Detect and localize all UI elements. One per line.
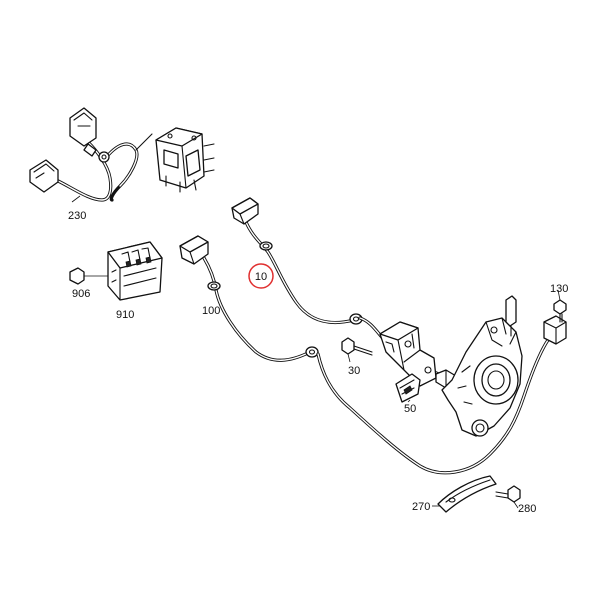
callout-100[interactable]: 100 <box>202 305 220 317</box>
callout-30[interactable]: 30 <box>348 365 360 377</box>
part-906-clip[interactable] <box>69 267 108 285</box>
part-30-bolt[interactable] <box>341 337 373 363</box>
callout-50[interactable]: 50 <box>404 403 416 415</box>
clip-icon <box>98 151 110 163</box>
sensor-bracket[interactable] <box>379 321 457 389</box>
part-270-cable-guide[interactable] <box>432 475 497 513</box>
grommet-icon <box>305 346 319 358</box>
grommet-icon <box>207 281 221 291</box>
callout-highlight-circle <box>248 263 274 289</box>
control-unit-module[interactable] <box>155 127 215 193</box>
sensor-plug-icon <box>231 197 259 225</box>
grommet-icon <box>259 241 273 251</box>
callout-270[interactable]: 270 <box>412 501 430 513</box>
callout-10[interactable]: 10 <box>255 271 267 283</box>
wheel-carrier[interactable] <box>441 317 523 437</box>
callout-280[interactable]: 280 <box>518 503 536 515</box>
callout-906[interactable]: 906 <box>72 288 90 300</box>
part-230-harness[interactable] <box>29 107 153 203</box>
callout-910[interactable]: 910 <box>116 309 134 321</box>
part-130-bolt[interactable] <box>553 289 567 323</box>
callout-230[interactable]: 230 <box>68 210 86 222</box>
wheel-speed-sensor[interactable] <box>505 295 567 345</box>
sensor-plug-icon <box>179 235 209 265</box>
callout-130[interactable]: 130 <box>550 283 568 295</box>
part-50-bracket[interactable] <box>395 373 421 403</box>
part-910-housing[interactable] <box>107 241 163 301</box>
part-100-sensor-lead[interactable] <box>179 235 550 475</box>
connector-icon <box>69 107 97 157</box>
part-280-screw[interactable] <box>495 485 521 509</box>
connector-icon <box>29 159 59 193</box>
